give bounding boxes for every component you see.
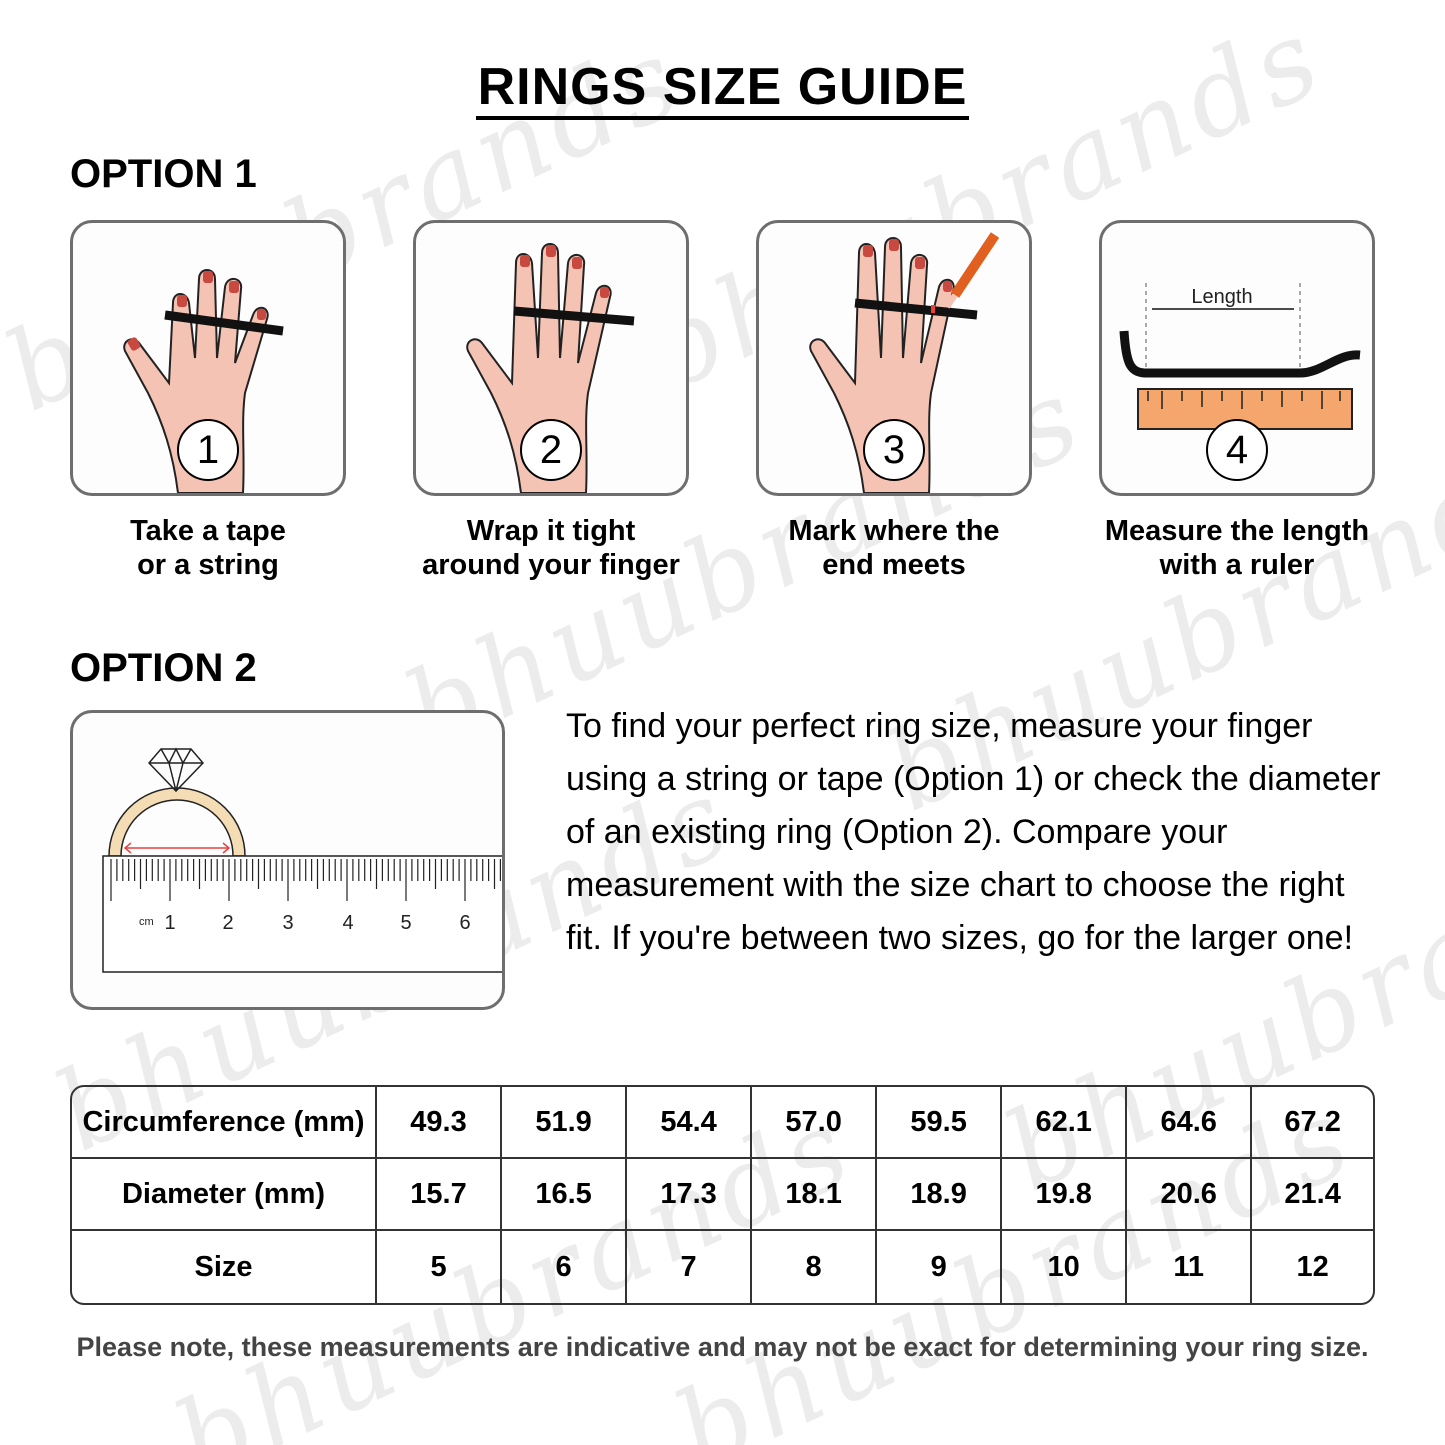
ruler-tick-label: 4 [342, 912, 353, 934]
ruler-unit-label: cm [139, 916, 154, 928]
step-4-card: Length 4 [1099, 220, 1375, 496]
table-cell: 19.8 [1002, 1159, 1128, 1231]
option2-heading: OPTION 2 [70, 646, 257, 690]
page-title: RINGS SIZE GUIDE [0, 58, 1445, 120]
diamond-icon [147, 747, 205, 793]
step-3-card: 3 [756, 220, 1032, 496]
table-cell: 21.4 [1252, 1159, 1373, 1231]
ruler-tick-label: 2 [222, 912, 233, 934]
table-cell: 64.6 [1127, 1087, 1253, 1159]
table-cell: 15.7 [377, 1159, 503, 1231]
table-cell: 51.9 [502, 1087, 628, 1159]
option1-heading: OPTION 1 [70, 152, 257, 196]
table-cell: 5 [377, 1231, 503, 1303]
step-number-badge: 4 [1206, 419, 1268, 481]
table-cell: 17.3 [627, 1159, 753, 1231]
table-cell: 62.1 [1002, 1087, 1128, 1159]
table-cell: 57.0 [752, 1087, 878, 1159]
table-cell: 20.6 [1127, 1159, 1253, 1231]
table-cell: 8 [752, 1231, 878, 1303]
step-2-card: 2 [413, 220, 689, 496]
row-header: Circumference (mm) [72, 1087, 377, 1159]
ruler-tick-label: 5 [400, 912, 411, 934]
table-row-circumference: Circumference (mm) 49.3 51.9 54.4 57.0 5… [72, 1087, 1373, 1159]
step-number-badge: 3 [863, 419, 925, 481]
step-number-badge: 1 [177, 419, 239, 481]
step-number-badge: 2 [520, 419, 582, 481]
row-header: Size [72, 1231, 377, 1303]
table-row-diameter: Diameter (mm) 15.7 16.5 17.3 18.1 18.9 1… [72, 1159, 1373, 1231]
ruler-tick-label: 6 [459, 912, 470, 934]
table-cell: 9 [877, 1231, 1003, 1303]
table-cell: 49.3 [377, 1087, 503, 1159]
table-cell: 11 [1127, 1231, 1253, 1303]
table-cell: 18.1 [752, 1159, 878, 1231]
table-cell: 7 [627, 1231, 753, 1303]
table-cell: 67.2 [1252, 1087, 1373, 1159]
ring-on-ruler-card: cm 1 2 3 4 5 6 [70, 710, 505, 1010]
option2-description: To find your perfect ring size, measure … [566, 707, 1381, 957]
size-chart-table: Circumference (mm) 49.3 51.9 54.4 57.0 5… [70, 1085, 1375, 1305]
ruler-tick-label: 3 [282, 912, 293, 934]
disclaimer-note: Please note, these measurements are indi… [76, 1332, 1369, 1362]
table-row-size: Size 5 6 7 8 9 10 11 12 [72, 1231, 1373, 1303]
table-cell: 54.4 [627, 1087, 753, 1159]
step-1-card: 1 [70, 220, 346, 496]
length-label: Length [1191, 286, 1252, 308]
table-cell: 18.9 [877, 1159, 1003, 1231]
row-header: Diameter (mm) [72, 1159, 377, 1231]
ruler-tick-label: 1 [164, 912, 175, 934]
table-cell: 12 [1296, 1250, 1329, 1283]
table-cell: 6 [502, 1231, 628, 1303]
table-cell: 16.5 [502, 1159, 628, 1231]
table-cell: 10 [1002, 1231, 1128, 1303]
ring-on-ruler-icon: cm 1 2 3 4 5 6 [102, 747, 502, 973]
table-cell: 59.5 [877, 1087, 1003, 1159]
